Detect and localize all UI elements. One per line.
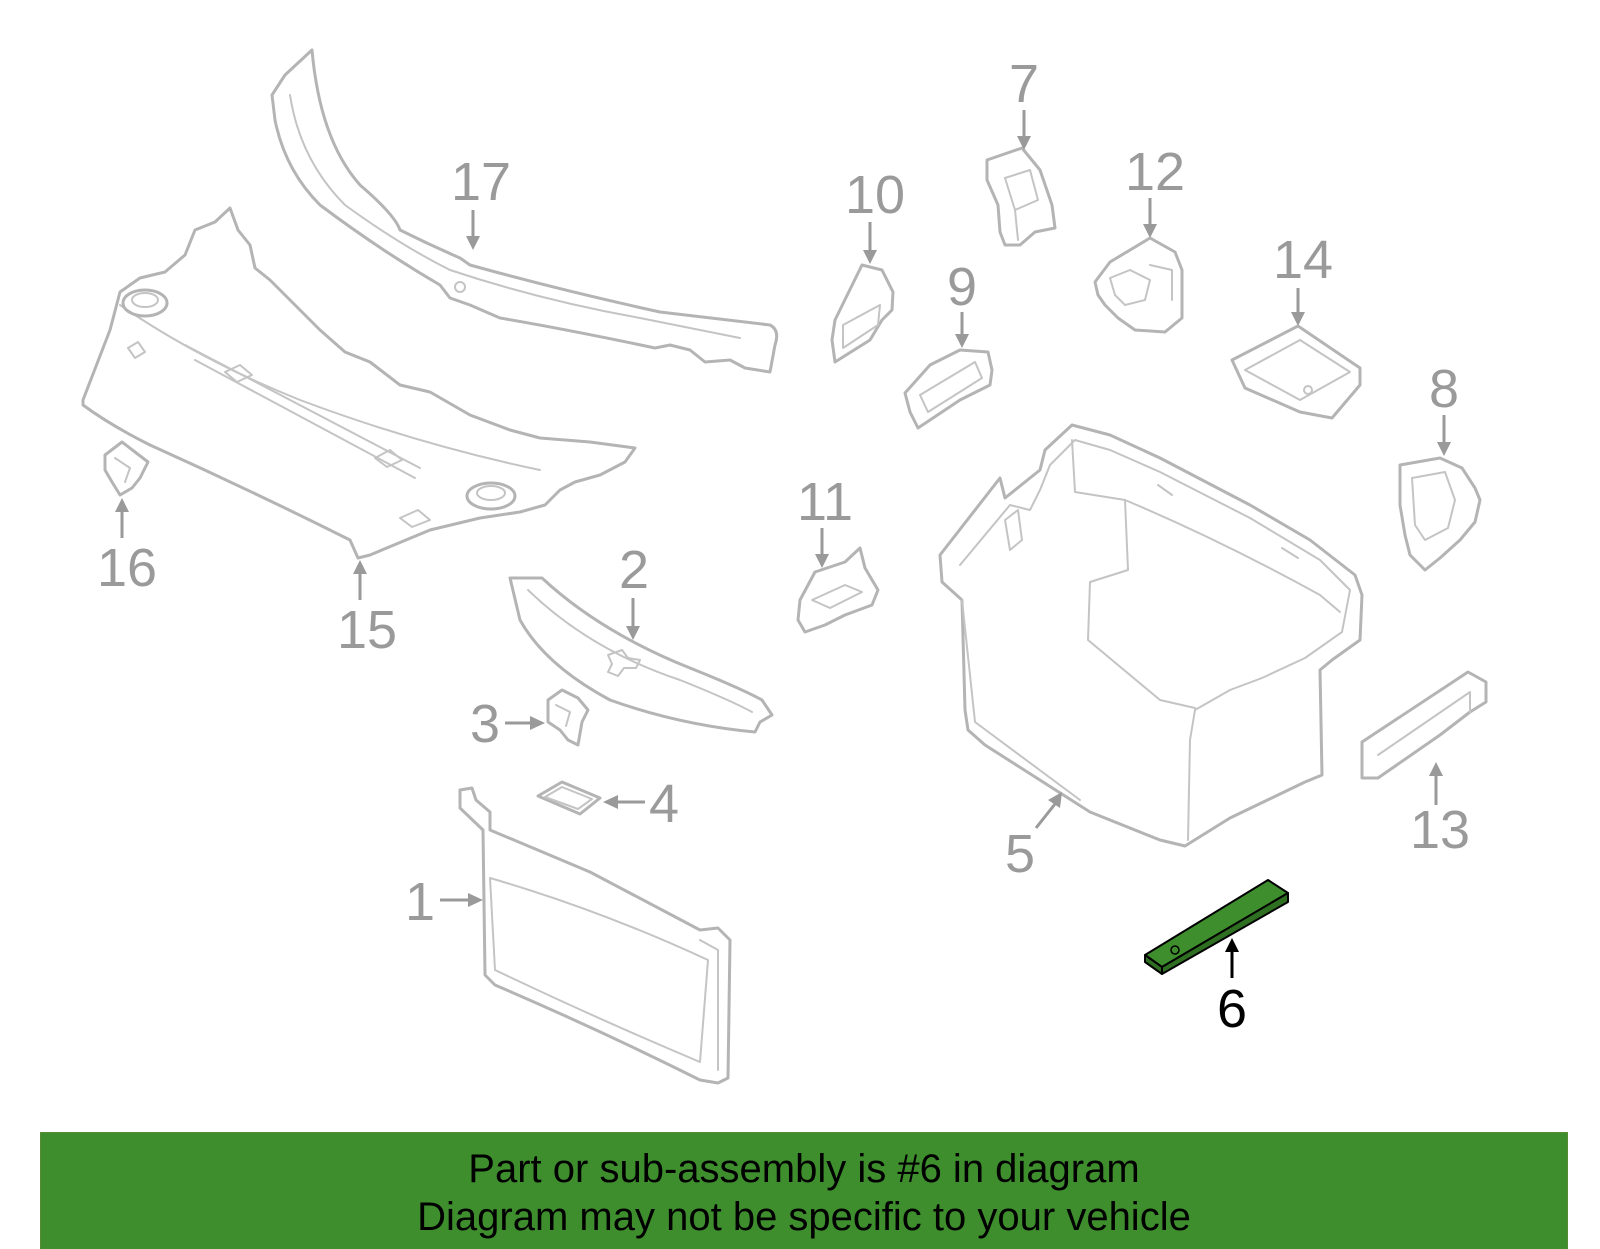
part-16-clip bbox=[103, 440, 150, 497]
callout-6-highlighted[interactable]: 6 bbox=[1217, 938, 1247, 1039]
callout-11[interactable]: 11 bbox=[797, 472, 853, 568]
callout-16-label: 16 bbox=[97, 538, 157, 598]
callout-2-label: 2 bbox=[619, 540, 649, 600]
part-11-bracket bbox=[796, 546, 880, 634]
callout-17[interactable]: 17 bbox=[451, 152, 511, 250]
part-6-bracket-highlighted bbox=[1144, 879, 1289, 975]
callout-2[interactable]: 2 bbox=[619, 540, 649, 640]
part-2-trim-panel bbox=[508, 576, 774, 734]
callout-14-label: 14 bbox=[1273, 230, 1333, 290]
callout-15[interactable]: 15 bbox=[337, 560, 397, 660]
callout-12-label: 12 bbox=[1125, 142, 1185, 202]
callout-1[interactable]: 1 bbox=[405, 872, 483, 932]
callout-9-label: 9 bbox=[947, 257, 977, 317]
part-8-bracket bbox=[1398, 456, 1482, 572]
callout-17-label: 17 bbox=[451, 152, 511, 212]
callout-14[interactable]: 14 bbox=[1273, 230, 1333, 326]
callout-13[interactable]: 13 bbox=[1410, 762, 1470, 860]
callout-5-label: 5 bbox=[1005, 824, 1035, 884]
part-3-clip bbox=[546, 688, 590, 747]
callout-16[interactable]: 16 bbox=[97, 498, 157, 598]
callout-4[interactable]: 4 bbox=[603, 774, 679, 834]
part-4-pad bbox=[536, 780, 602, 816]
part-9-bracket bbox=[903, 348, 994, 430]
callout-3-label: 3 bbox=[470, 694, 500, 754]
part-15-cowl-cover bbox=[81, 206, 637, 560]
part-13-trim-strip bbox=[1360, 670, 1488, 780]
callout-3[interactable]: 3 bbox=[470, 694, 545, 754]
callout-5[interactable]: 5 bbox=[1005, 792, 1062, 884]
part-7-bracket bbox=[985, 146, 1057, 247]
part-14-module bbox=[1230, 324, 1362, 420]
part-10-bracket bbox=[830, 263, 895, 364]
part-5-trunk-liner bbox=[938, 423, 1364, 848]
callout-13-label: 13 bbox=[1410, 800, 1470, 860]
banner-line-2: Diagram may not be specific to your vehi… bbox=[417, 1195, 1191, 1239]
callout-12[interactable]: 12 bbox=[1125, 142, 1185, 238]
part-17-cowl-panel bbox=[270, 48, 779, 374]
callout-8[interactable]: 8 bbox=[1429, 359, 1459, 456]
callout-4-label: 4 bbox=[649, 774, 679, 834]
callout-15-label: 15 bbox=[337, 600, 397, 660]
part-1-trim-panel bbox=[458, 786, 732, 1085]
part-12-bracket bbox=[1093, 236, 1184, 334]
callout-10-label: 10 bbox=[845, 165, 905, 225]
callout-7[interactable]: 7 bbox=[1009, 54, 1039, 150]
callout-11-label: 11 bbox=[797, 472, 853, 532]
callout-1-label: 1 bbox=[405, 872, 435, 932]
info-banner: Part or sub-assembly is #6 in diagram Di… bbox=[40, 1132, 1568, 1249]
callout-9[interactable]: 9 bbox=[947, 257, 977, 348]
callout-6-label: 6 bbox=[1217, 979, 1247, 1039]
callout-8-label: 8 bbox=[1429, 359, 1459, 419]
banner-line-1: Part or sub-assembly is #6 in diagram bbox=[468, 1147, 1140, 1191]
callout-10[interactable]: 10 bbox=[845, 165, 905, 264]
callout-7-label: 7 bbox=[1009, 54, 1039, 114]
